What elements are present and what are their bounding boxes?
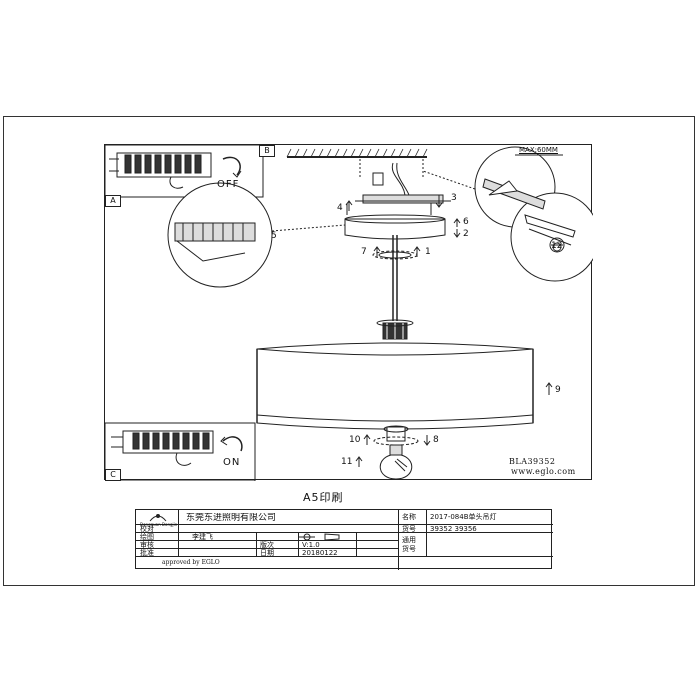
callout-9: 9: [555, 385, 561, 395]
row-check-label: 校对: [140, 525, 154, 533]
row-draw-label: 绘图: [140, 533, 154, 541]
inset-c-frame: [105, 422, 256, 481]
callout-8: 8: [433, 435, 439, 445]
drawing-sheet-frame: [3, 116, 695, 586]
callout-1: 1: [425, 247, 431, 257]
callout-5: 5: [271, 231, 277, 241]
section-a-label: A: [105, 195, 121, 207]
item-value: 39352 39356: [430, 525, 477, 533]
general-label: 通用: [402, 536, 416, 544]
callout-12: 12: [551, 241, 563, 251]
date-value: 20180122: [302, 549, 338, 557]
off-label: OFF: [217, 179, 240, 190]
on-label: ON: [223, 457, 241, 468]
section-b-label: B: [259, 145, 275, 157]
diagram-artwork: [105, 145, 593, 481]
date-label: 日期: [260, 549, 274, 557]
row-review-label: 审核: [140, 541, 154, 549]
callout-10: 10: [349, 435, 361, 445]
max-length-note: MAX:60MM: [519, 146, 558, 154]
callout-6: 6: [463, 217, 469, 227]
company-logo-text: Dongguan Dongjin: [140, 522, 178, 527]
callout-4: 4: [337, 203, 343, 213]
version-label: 版次: [260, 541, 274, 549]
approved-by: approved by EGLO: [162, 559, 220, 566]
version-value: V:1.0: [302, 541, 320, 549]
drawer-name: 李建飞: [192, 533, 213, 541]
row-approve-label: 批准: [140, 549, 154, 557]
callout-2: 2: [463, 229, 469, 239]
name-label: 名称: [402, 513, 416, 521]
company-name: 东莞东进照明有限公司: [186, 513, 277, 523]
name-value: 2017-084B单头吊灯: [430, 513, 497, 521]
item-label: 货号: [402, 525, 416, 533]
callout-7: 7: [361, 247, 367, 257]
company-logo-icon: [149, 514, 167, 522]
assembly-diagram: B A C OFF ON MAX:60MM 3 4 5 6 2 7 1 9 10…: [104, 144, 593, 481]
model-code: BLA39352: [509, 457, 556, 466]
title-block: Dongguan Dongjin 东莞东进照明有限公司 校对 绘图 李建飞 审核…: [135, 509, 553, 570]
website-text: www.eglo.com: [511, 467, 576, 476]
projection-symbol-icon: [299, 533, 340, 541]
general-label-2: 货号: [402, 545, 416, 553]
callout-3: 3: [451, 193, 457, 203]
print-size-title: A5印刷: [303, 491, 344, 504]
section-c-label: C: [105, 469, 121, 481]
callout-11: 11: [341, 457, 353, 467]
